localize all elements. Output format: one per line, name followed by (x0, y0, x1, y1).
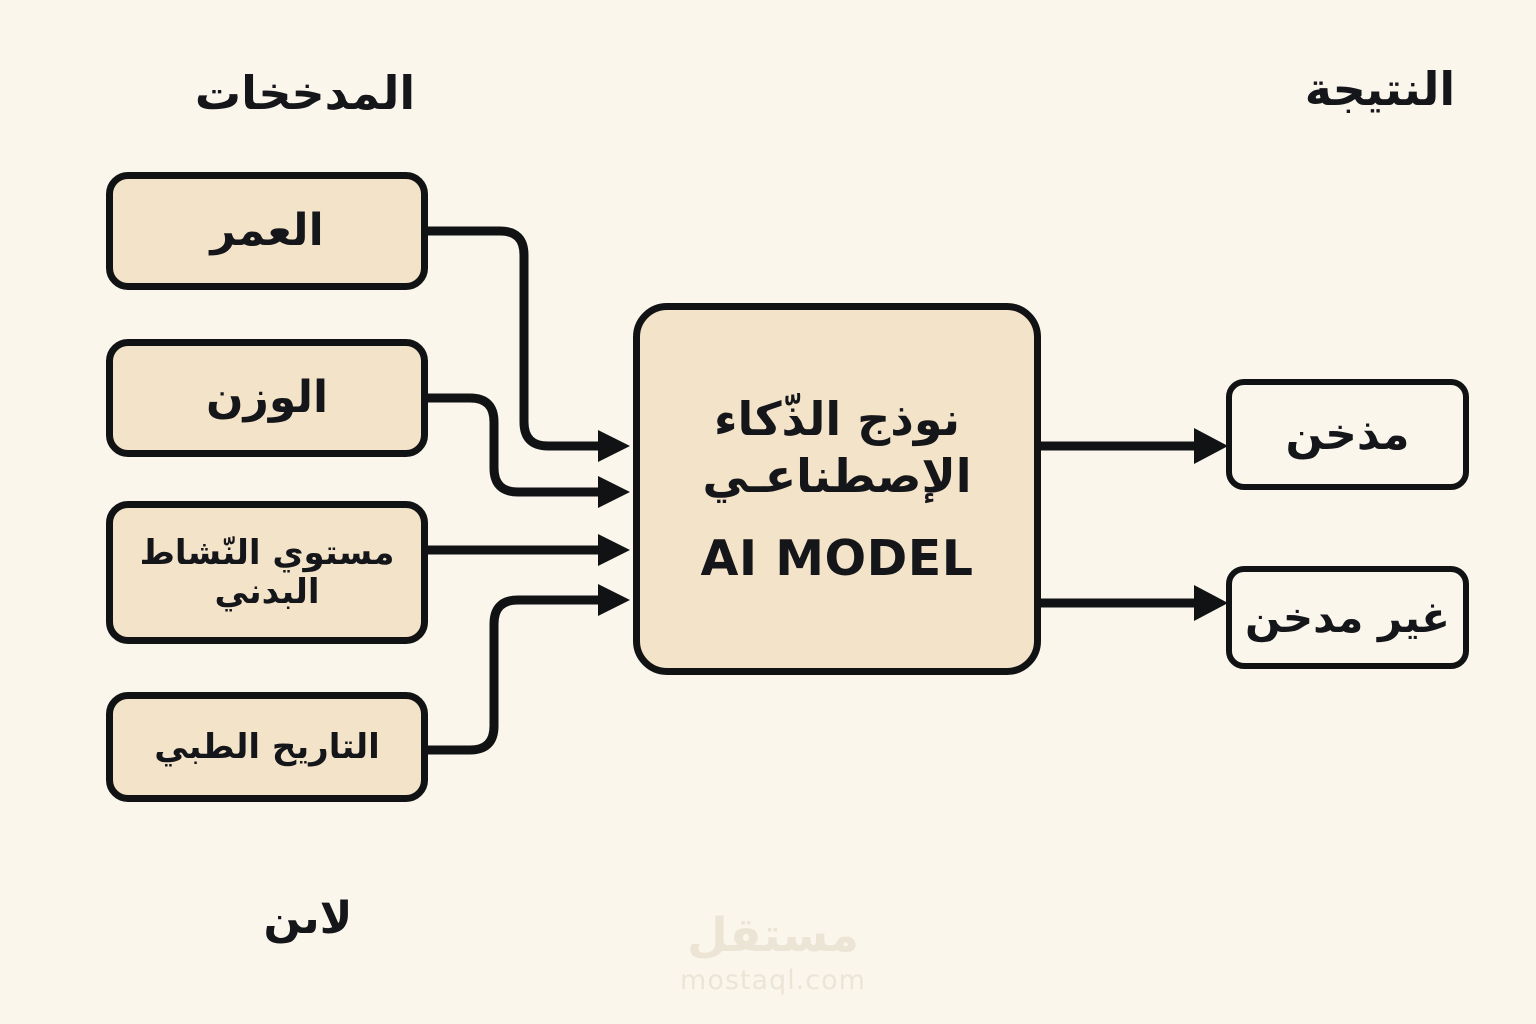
edge-history-to-model (428, 584, 630, 755)
input-node-age[interactable]: العمر (106, 172, 428, 290)
output-node-non-smoker[interactable]: غير مدخن (1226, 566, 1469, 669)
edge-model-to-non-smoker (1041, 585, 1228, 621)
input-node-activity[interactable]: مستوي النّشاط البدني (106, 501, 428, 644)
footer-note: لاىن (263, 893, 353, 944)
mostaql-watermark: مستقل mostaql.com (648, 912, 898, 996)
ai-model-label-arabic: نوذج الذّكاء الإصطناعـي (702, 392, 972, 503)
watermark-domain: mostaql.com (680, 965, 866, 996)
edge-age-to-model (428, 226, 630, 462)
inputs-column-header: المدخخات (194, 66, 416, 120)
edge-weight-to-model (428, 393, 630, 508)
outputs-column-header: النتيجة (1304, 62, 1456, 116)
edge-activity-to-model (428, 534, 630, 566)
output-node-smoker[interactable]: مذخن (1226, 379, 1469, 490)
input-node-history[interactable]: التاريح الطبي (106, 692, 428, 802)
ai-model-label-english: AI MODEL (700, 529, 974, 587)
input-node-weight[interactable]: الوزن (106, 339, 428, 457)
ai-model-node[interactable]: نوذج الذّكاء الإصطناعـي AI MODEL (633, 303, 1041, 675)
edge-model-to-smoker (1041, 428, 1228, 464)
watermark-arabic-logo: مستقل (687, 908, 859, 963)
